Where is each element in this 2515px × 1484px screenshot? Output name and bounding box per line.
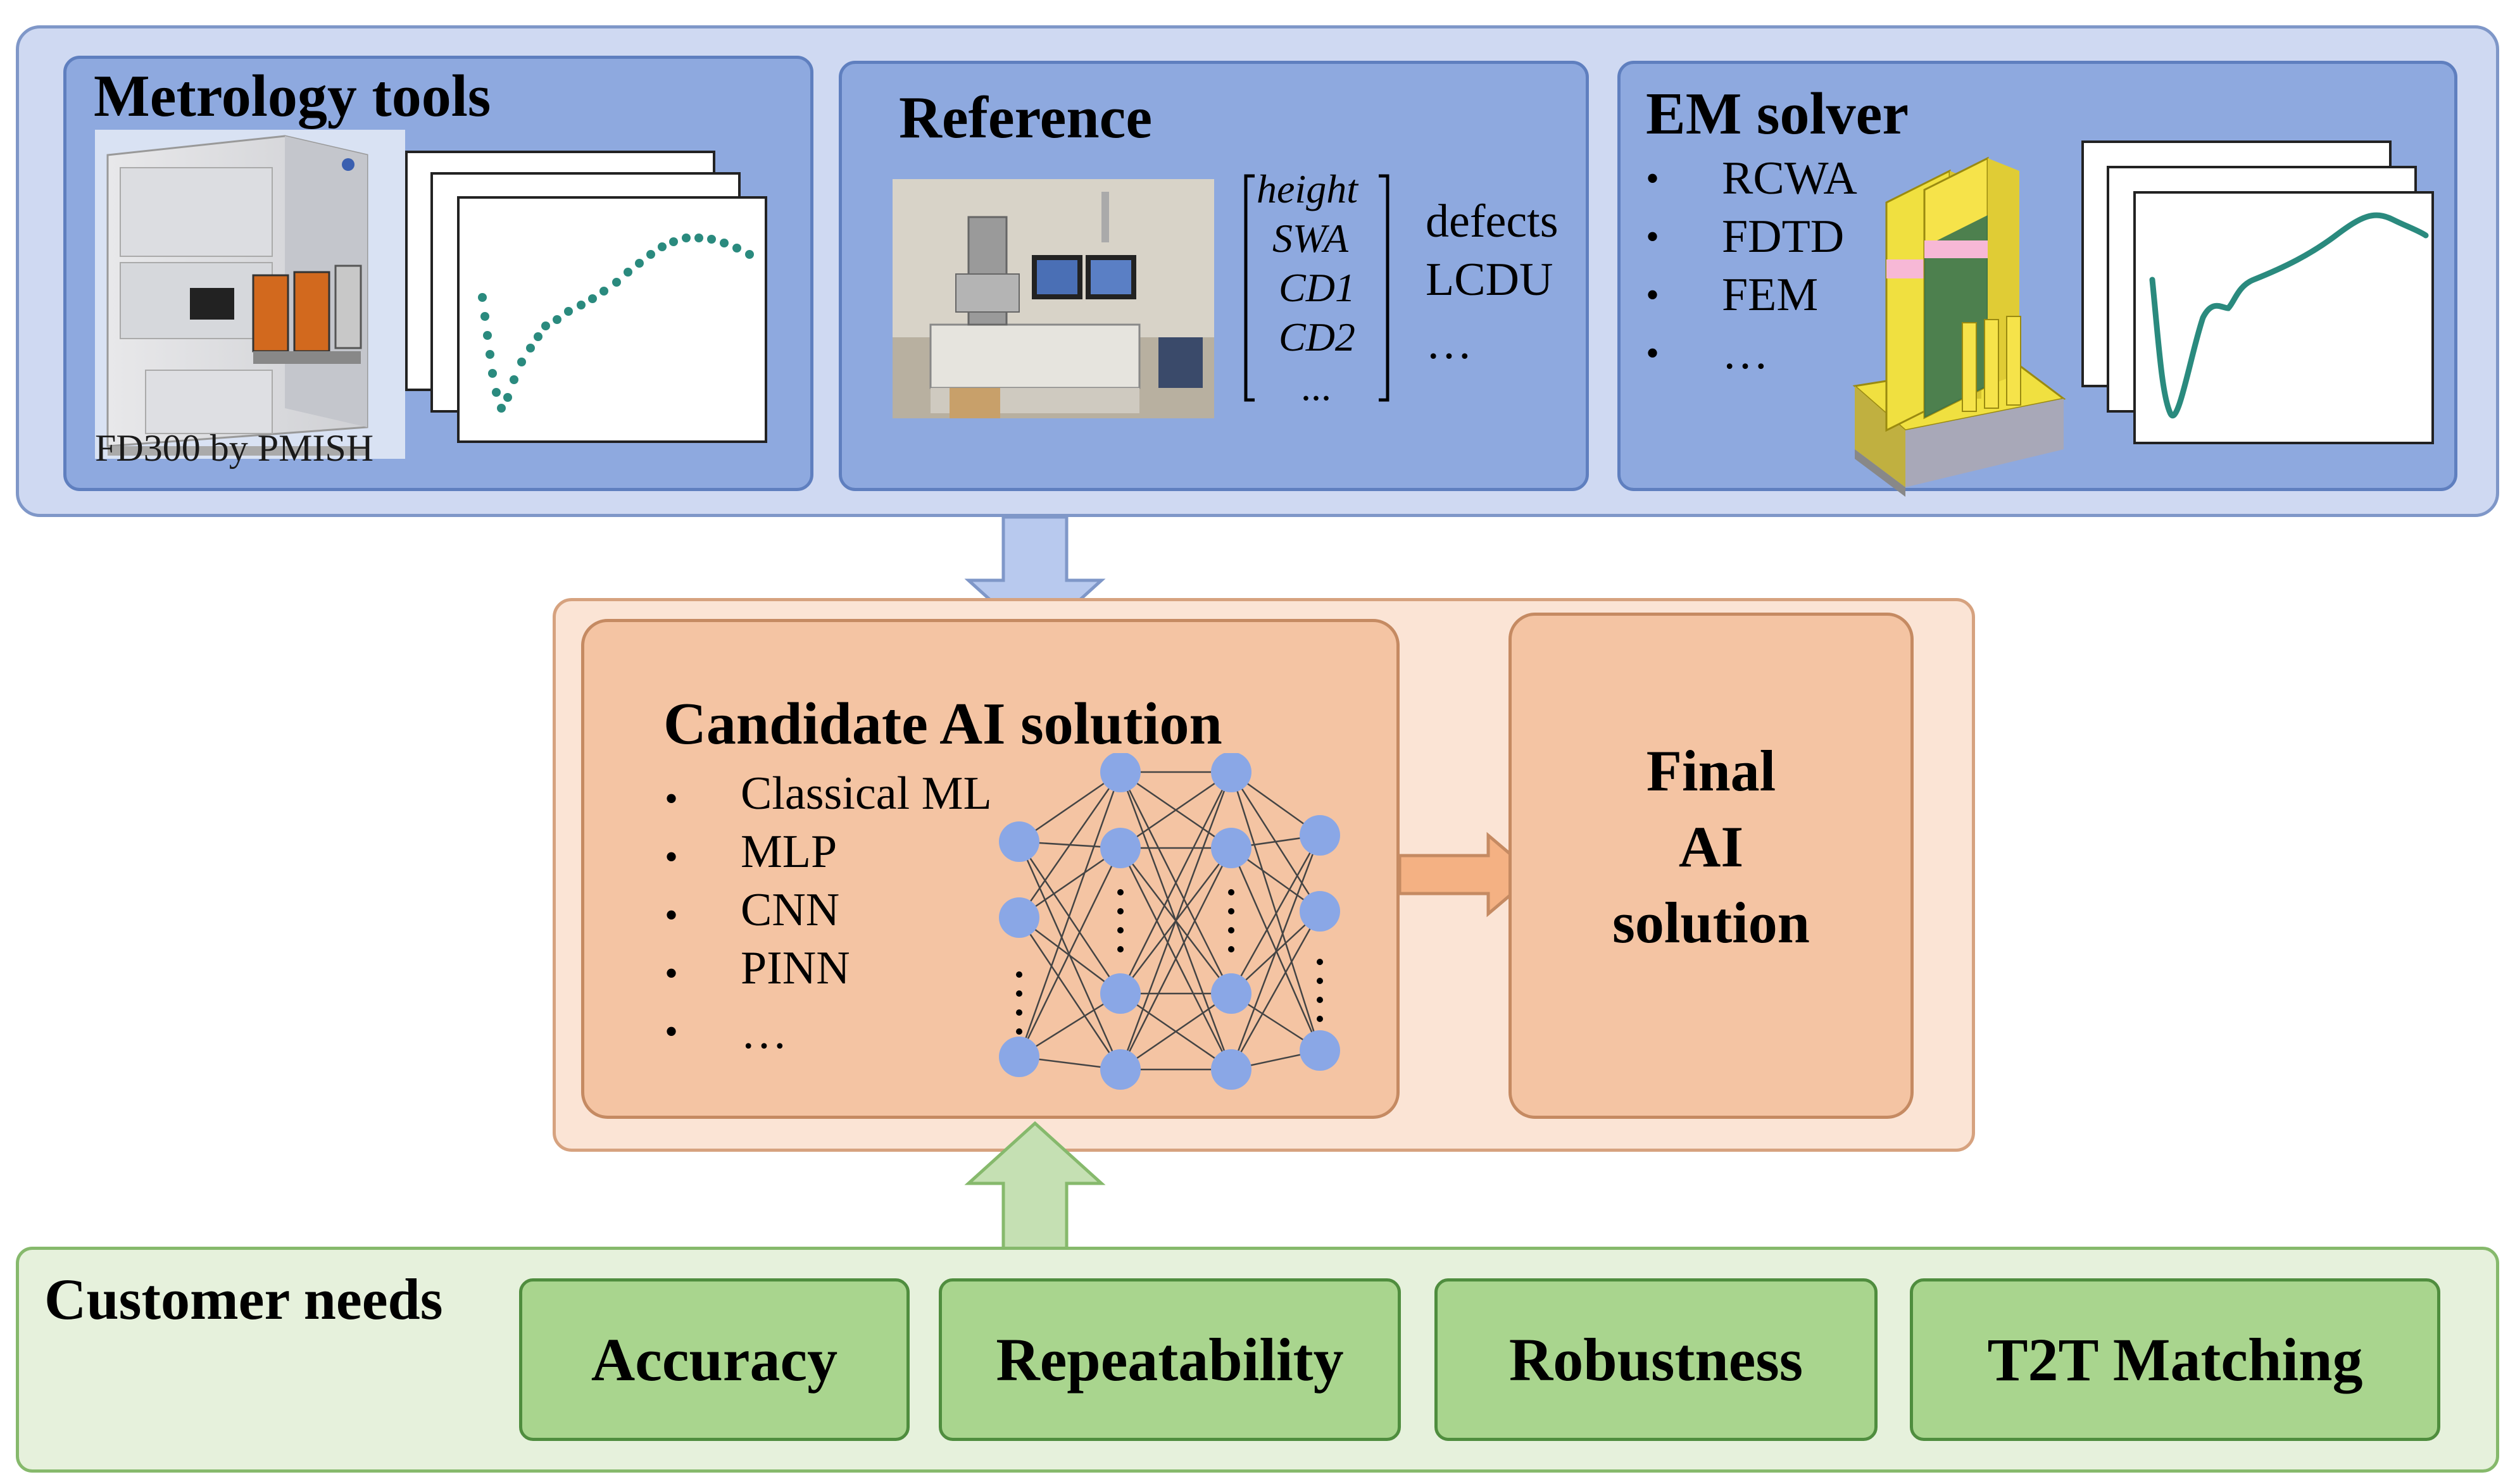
vector-cd1: CD1: [1279, 265, 1355, 310]
ai-bullet-2: •: [665, 836, 679, 878]
neural-network-graphic: [999, 753, 1340, 1090]
measured-spectrum-plot: [478, 234, 754, 413]
nn-connection: [1230, 835, 1321, 994]
metrology-tool-image: [95, 130, 405, 459]
nn-node: [1300, 1030, 1340, 1071]
ai-method-pinn: PINN: [741, 942, 850, 994]
nn-connection: [1119, 847, 1232, 1070]
ai-bullet-3: •: [665, 894, 679, 936]
nn-connection: [1230, 771, 1321, 1051]
vector-cd2: CD2: [1279, 315, 1355, 359]
final-ai-box: [1508, 613, 1914, 1119]
nn-connection: [1018, 841, 1122, 994]
simulated-spectrum-plot: [2149, 212, 2429, 418]
em-method-fdtd: FDTD: [1722, 211, 1845, 263]
parameter-vector-brackets: [1244, 174, 1389, 402]
nn-node: [999, 897, 1039, 938]
em-solver-title: EM solver: [1646, 81, 1909, 147]
nn-connection: [1119, 771, 1232, 1070]
nn-connection: [1230, 835, 1321, 1070]
nn-connection: [1018, 917, 1122, 1070]
need-accuracy: Accuracy: [519, 1278, 910, 1441]
em-method-fem: FEM: [1722, 269, 1819, 321]
final-line-3: solution: [1612, 890, 1810, 955]
lab-equipment-photo: [893, 179, 1214, 418]
reference-lcdu: LCDU: [1426, 254, 1553, 306]
nn-node: [1211, 973, 1251, 1014]
ai-method-classical-ml: Classical ML: [741, 768, 992, 820]
candidate-ai-title: Candidate AI solution: [663, 691, 1222, 757]
vector-more: ...: [1301, 364, 1331, 409]
nn-node: [1211, 1049, 1251, 1090]
nn-node: [1100, 753, 1141, 792]
ai-method-cnn: CNN: [741, 884, 840, 936]
metrology-tools-title: Metrology tools: [94, 63, 491, 129]
nn-node: [1100, 973, 1141, 1014]
vector-swa: SWA: [1272, 216, 1348, 261]
nn-node: [1211, 828, 1251, 868]
em-method-rcwa: RCWA: [1722, 153, 1857, 204]
nn-node: [1100, 1049, 1141, 1090]
nn-connection: [1119, 771, 1232, 994]
nn-node: [999, 821, 1039, 862]
need-repeatability: Repeatability: [939, 1278, 1401, 1441]
data-page-front: [457, 196, 767, 443]
reference-title: Reference: [899, 85, 1153, 151]
ai-bullet-4: •: [665, 952, 679, 994]
em-bullet-2: •: [1646, 216, 1660, 258]
nanostructure-3d-model: [1852, 156, 2066, 497]
em-bullet-3: •: [1646, 274, 1660, 316]
nn-connection: [1120, 771, 1232, 849]
nn-connection: [1230, 911, 1321, 1070]
ai-bullet-1: •: [665, 778, 679, 820]
customer-needs-title: Customer needs: [44, 1267, 443, 1331]
nn-node: [999, 1037, 1039, 1077]
nn-node: [1100, 828, 1141, 868]
need-t2t-matching: T2T Matching: [1910, 1278, 2440, 1441]
nn-connection: [1018, 847, 1122, 1057]
nn-node: [1300, 815, 1340, 856]
metrology-caption: FD300 by PMISH: [95, 427, 374, 469]
ai-bullet-5: •: [665, 1011, 679, 1052]
em-bullet-4: •: [1646, 332, 1660, 374]
ai-method-more: …: [741, 1007, 787, 1059]
nn-connection: [1018, 771, 1122, 918]
need-robustness: Robustness: [1434, 1278, 1878, 1441]
nn-connection: [1018, 771, 1122, 1057]
ai-method-mlp: MLP: [741, 826, 837, 878]
final-line-1: Final: [1646, 739, 1776, 803]
nn-connection: [1019, 917, 1121, 994]
nn-connection: [1019, 771, 1121, 843]
em-method-more: …: [1722, 327, 1769, 379]
final-line-2: AI: [1678, 814, 1744, 879]
nn-connection: [1230, 847, 1321, 1051]
arrow-up-green: [964, 1121, 1106, 1252]
vector-height: height: [1257, 166, 1358, 211]
nn-connection: [1019, 847, 1121, 919]
reference-more: …: [1426, 317, 1472, 369]
reference-defects: defects: [1426, 196, 1559, 247]
em-bullet-1: •: [1646, 158, 1660, 199]
nn-node: [1300, 891, 1340, 932]
sim-page-front: [2133, 191, 2434, 444]
nn-connection: [1120, 992, 1232, 1071]
nn-node: [1211, 753, 1251, 792]
